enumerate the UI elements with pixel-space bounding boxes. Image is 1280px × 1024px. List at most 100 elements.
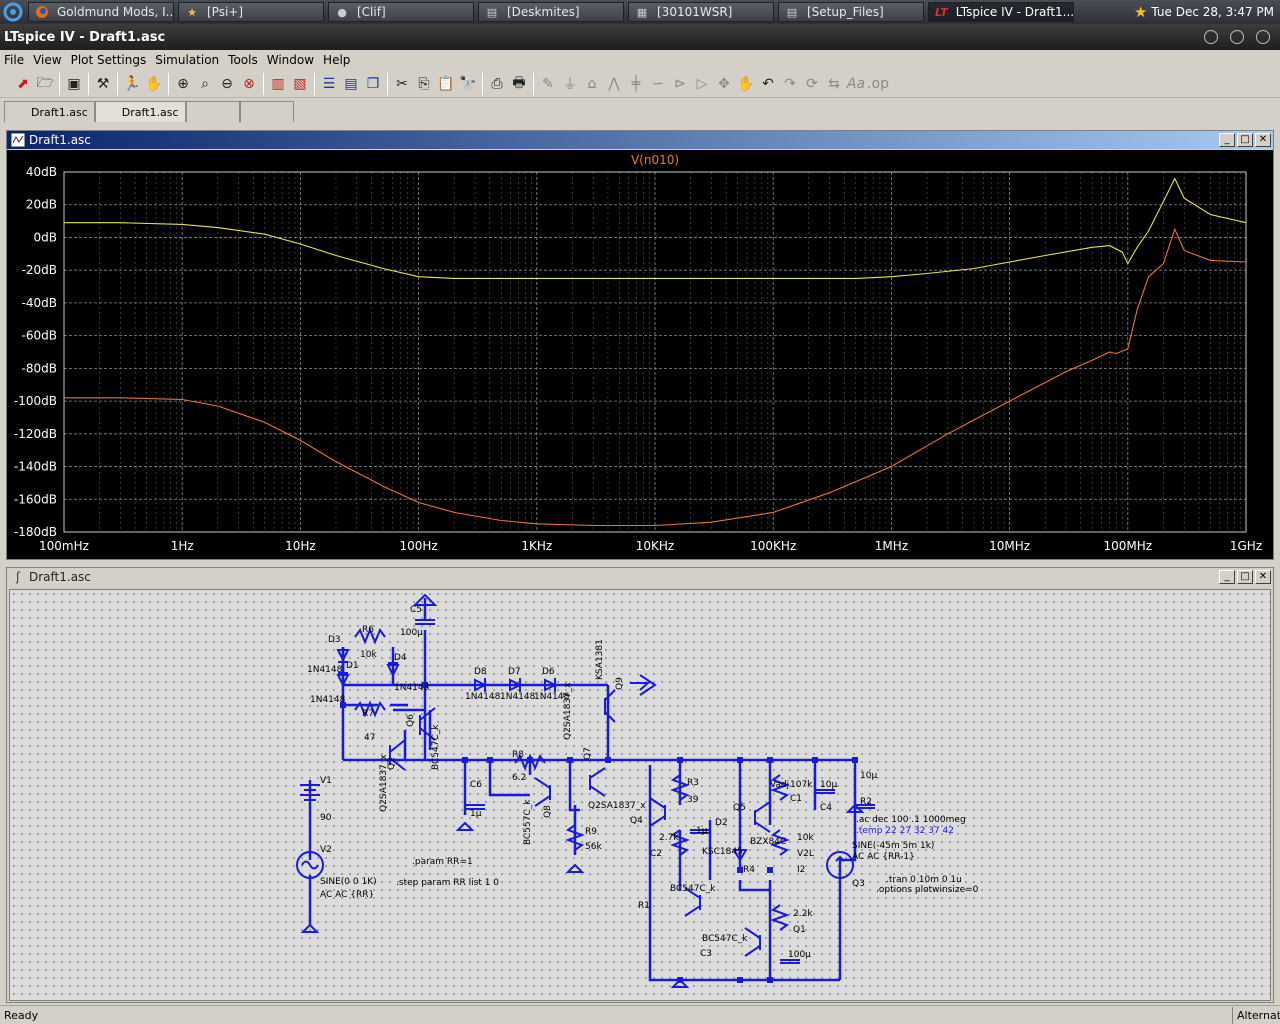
minimize-icon[interactable]: _: [1219, 133, 1235, 147]
rotate-icon[interactable]: ⟳: [806, 75, 818, 92]
draw-wire-icon[interactable]: ✎: [542, 75, 554, 92]
halt-icon[interactable]: ✋: [145, 75, 163, 92]
component-label: BC547C_k: [431, 724, 441, 770]
component-label: 1N4148: [307, 665, 343, 675]
autorange-icon[interactable]: ▥: [271, 75, 285, 92]
schematic-window[interactable]: ʃ Draft1.asc _ □ ✕: [6, 567, 1274, 1003]
save-icon[interactable]: ▣: [67, 75, 81, 92]
taskbar-item-clif[interactable]: ● [Clif]: [328, 2, 474, 22]
component-label: 10k: [360, 650, 377, 660]
mirror-icon[interactable]: ⇆: [828, 75, 840, 92]
series-line-1: [64, 177, 1247, 279]
spice-directive[interactable]: AC AC {RR-1}: [852, 852, 915, 862]
zoom-out-icon[interactable]: ⊖: [221, 75, 233, 92]
tab-empty-1[interactable]: [185, 101, 240, 122]
menu-window[interactable]: Window: [266, 53, 315, 67]
menu-view[interactable]: View: [33, 53, 62, 67]
spice-directive[interactable]: .ac dec 100 .1 1000meg: [856, 815, 966, 825]
print-icon[interactable]: 🖶: [512, 74, 526, 91]
tile-vertical-icon[interactable]: ▤: [344, 75, 358, 92]
taskbar-clock[interactable]: ★ Tue Dec 28, 3:47 PM: [1134, 3, 1280, 21]
menu-help[interactable]: Help: [323, 53, 351, 67]
component-label: C5: [410, 605, 422, 615]
component-label: 2.7k: [659, 833, 679, 843]
open-folder-icon[interactable]: 🗁: [36, 74, 54, 91]
x-tick-label: 100Hz: [399, 539, 437, 553]
document-tabs: Draft1.asc Draft1.asc: [0, 98, 1280, 122]
close-icon[interactable]: [1256, 30, 1270, 44]
taskbar-item-psi[interactable]: ★ [Psi+]: [178, 2, 324, 22]
menu-file[interactable]: File: [4, 53, 25, 67]
component-label: R4: [743, 865, 755, 875]
spice-directive[interactable]: .temp 22 27 32 37 42: [856, 826, 954, 836]
label-net-icon[interactable]: ⌂: [587, 75, 597, 92]
spice-directive-icon[interactable]: .op: [867, 75, 889, 92]
taskbar: Goldmund Mods, I... ★ [Psi+] ● [Clif] ▤ …: [0, 0, 1280, 24]
taskbar-item-ltspice[interactable]: LT LTspice IV - Draft1....: [928, 2, 1074, 22]
menu-plot-settings[interactable]: Plot Settings: [70, 53, 147, 67]
drag-icon[interactable]: ✋: [737, 75, 755, 92]
cut-icon[interactable]: ✂: [396, 75, 408, 92]
paste-icon[interactable]: 📋: [437, 75, 455, 92]
move-icon[interactable]: ✥: [718, 75, 730, 92]
run-icon[interactable]: 🏃: [123, 75, 141, 92]
close-icon[interactable]: ✕: [1255, 570, 1271, 584]
resistor-icon[interactable]: ⋀: [608, 75, 620, 92]
pan-icon[interactable]: ⌕: [201, 75, 209, 92]
y-tick-label: -80dB: [22, 361, 57, 375]
tab-draft1-plot[interactable]: Draft1.asc: [94, 101, 186, 122]
text-icon[interactable]: Aa: [846, 75, 866, 92]
zoom-in-icon[interactable]: ⊕: [177, 75, 189, 92]
print-setup-icon[interactable]: ⎙: [491, 75, 503, 92]
component-icon[interactable]: ▷: [696, 75, 708, 92]
spice-directive[interactable]: SINE(-45m 5m 1k): [852, 841, 934, 851]
taskbar-item-30101wsr[interactable]: ▦ [30101WSR]: [628, 2, 774, 22]
control-panel-icon[interactable]: ⚒: [96, 75, 110, 92]
undo-icon[interactable]: ↶: [762, 75, 774, 92]
schematic-window-titlebar[interactable]: ʃ Draft1.asc _ □ ✕: [7, 568, 1273, 586]
pick-visible-icon[interactable]: ▧: [293, 75, 307, 92]
maximize-icon[interactable]: □: [1237, 570, 1253, 584]
taskbar-item-deskmites[interactable]: ▤ [Deskmites]: [478, 2, 624, 22]
zoom-fit-icon[interactable]: ⊗: [243, 75, 255, 92]
redo-icon[interactable]: ↷: [784, 75, 796, 92]
spice-directive[interactable]: .step param RR list 1 0: [396, 878, 499, 888]
spice-directive[interactable]: .param RR=1: [412, 857, 473, 867]
tab-draft1-schematic[interactable]: Draft1.asc: [4, 101, 95, 122]
menu-bar: File View Plot Settings Simulation Tools…: [0, 50, 1280, 70]
close-icon[interactable]: ✕: [1255, 133, 1271, 147]
cascade-icon[interactable]: ❐: [366, 75, 380, 92]
find-icon[interactable]: 🔭: [459, 75, 477, 92]
minimize-icon[interactable]: _: [1219, 570, 1235, 584]
diode-icon[interactable]: ⊳: [674, 75, 686, 92]
maximize-icon[interactable]: □: [1237, 133, 1253, 147]
component-label: 1N4148: [465, 692, 501, 702]
tab-empty-2[interactable]: [239, 101, 294, 122]
spice-directive[interactable]: .tran 0 10m 0 1u: [886, 875, 962, 885]
start-menu-icon[interactable]: [2, 1, 24, 23]
inductor-icon[interactable]: ∽: [652, 75, 664, 92]
menu-tools[interactable]: Tools: [228, 53, 258, 67]
plot-window-titlebar[interactable]: Draft1.asc _ □ ✕: [7, 131, 1273, 149]
menu-simulation[interactable]: Simulation: [155, 53, 220, 67]
copy-icon[interactable]: ⎘: [418, 75, 430, 92]
new-schematic-icon[interactable]: ⬈: [17, 75, 29, 92]
window-title: LTspice IV - Draft1.asc: [4, 29, 166, 45]
spice-directive[interactable]: .options plotwinsize=0: [876, 885, 979, 895]
y-tick-label: 20dB: [26, 198, 57, 212]
taskbar-item-firefox[interactable]: Goldmund Mods, I...: [28, 2, 174, 22]
x-tick-label: 1MHz: [875, 539, 908, 553]
component-label: 6.2: [512, 773, 526, 783]
taskbar-item-setup-files[interactable]: ▤ [Setup_Files]: [778, 2, 924, 22]
ground-icon[interactable]: ⏚: [563, 76, 577, 93]
component-label: Vadj: [770, 780, 789, 790]
tile-horizontal-icon[interactable]: ☰: [322, 75, 336, 92]
capacitor-icon[interactable]: ╪: [631, 75, 641, 92]
component-label: R7: [362, 709, 374, 719]
minimize-icon[interactable]: [1204, 30, 1218, 44]
maximize-icon[interactable]: [1230, 30, 1244, 44]
